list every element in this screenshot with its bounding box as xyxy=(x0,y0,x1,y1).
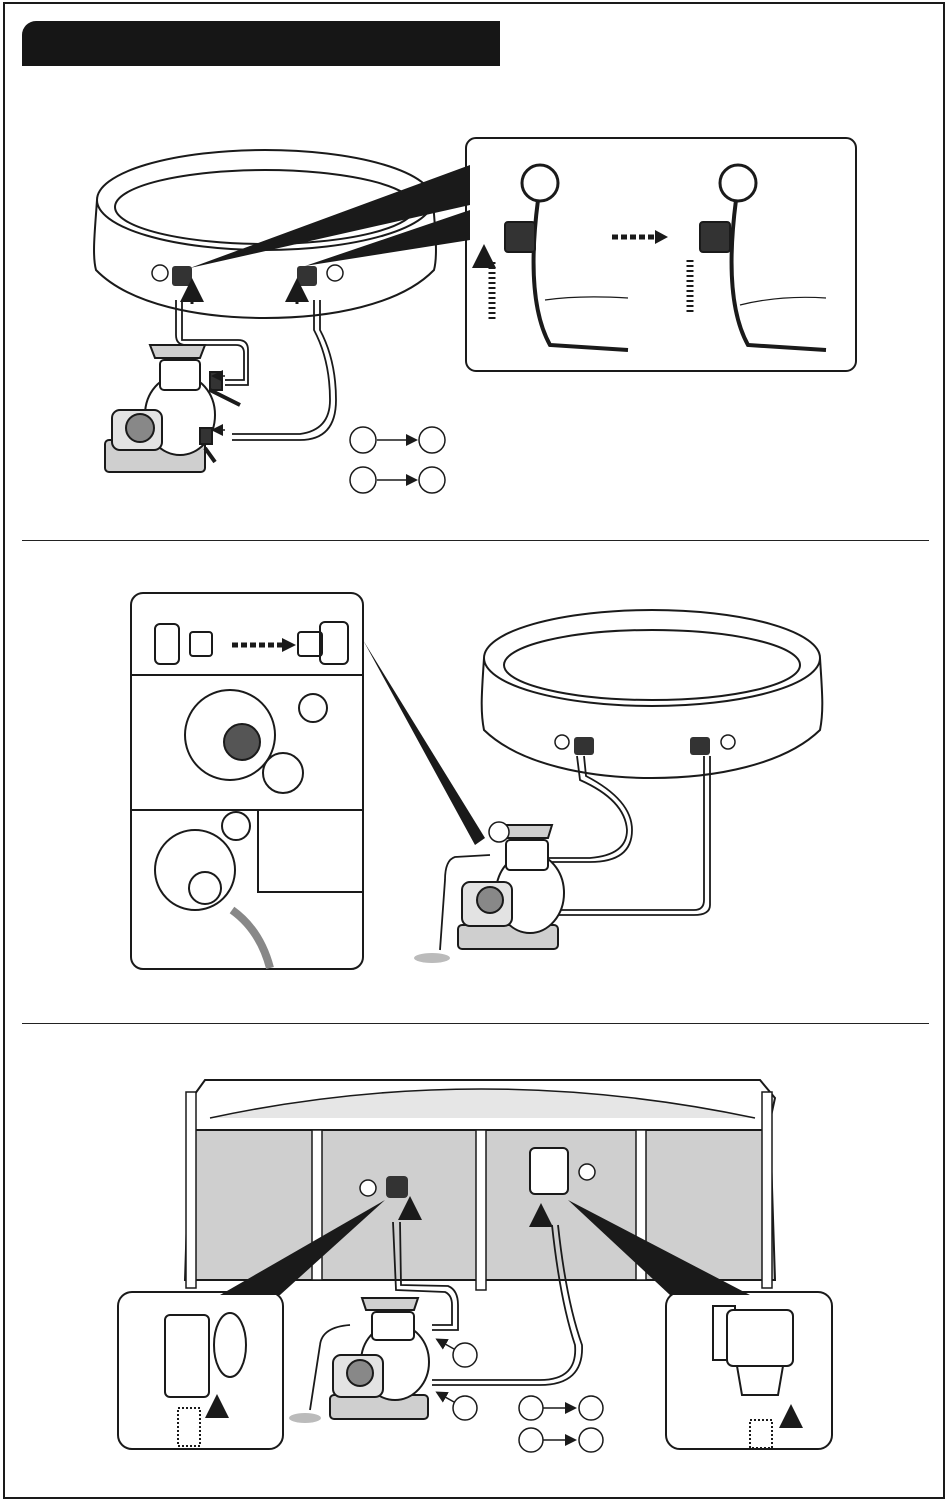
sand-filter-pump-3 xyxy=(330,1298,429,1419)
easy-set-pool-2 xyxy=(482,610,823,778)
sand-filter-pump xyxy=(105,345,222,472)
zoom-panel-pump-drain xyxy=(131,593,363,969)
zoom-panel-fitting xyxy=(466,138,856,371)
pool-inlet-outlet-fittings xyxy=(152,265,343,304)
callout-circle xyxy=(152,265,168,281)
zoom-panel-inlet-fitting xyxy=(118,1292,283,1449)
zoom-wedge xyxy=(363,640,485,845)
callout-circle xyxy=(327,265,343,281)
zoom-panel-skimmer xyxy=(666,1292,832,1449)
zoom-wedge xyxy=(190,165,470,268)
easy-set-pool xyxy=(94,150,436,318)
connection-legend xyxy=(350,427,445,493)
sand-filter-pump-2 xyxy=(458,825,564,949)
